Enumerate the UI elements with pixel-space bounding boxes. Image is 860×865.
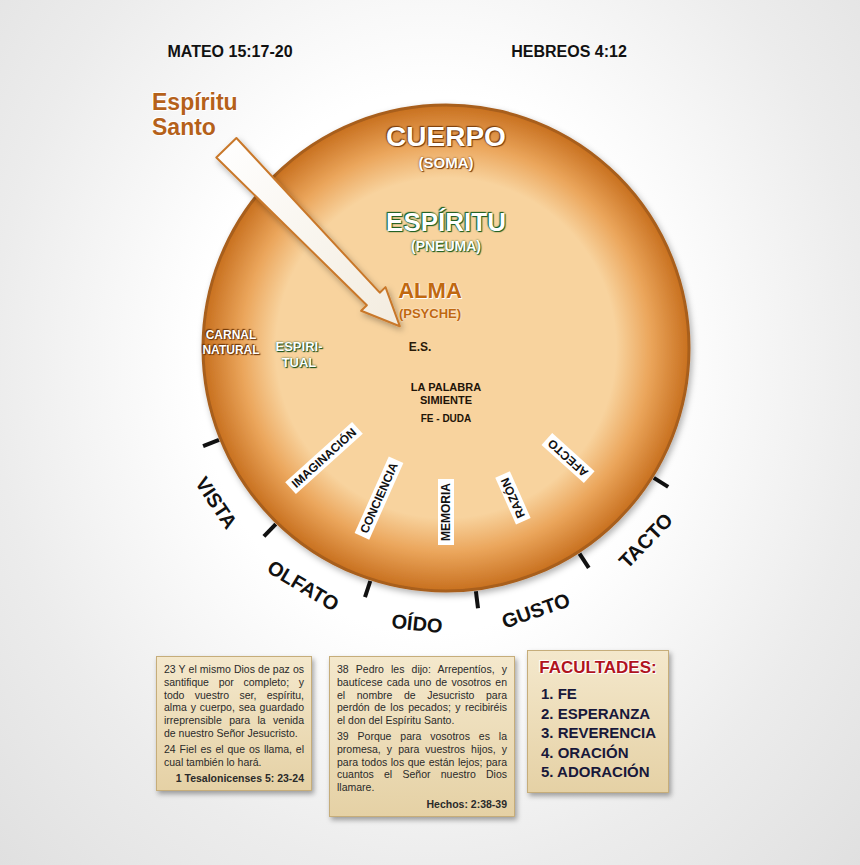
verse-reference: 1 Tesalonicenses 5: 23-24: [164, 772, 304, 784]
sense-label: TACTO: [614, 509, 677, 573]
verse-text: 39 Porque para vosotros es la promesa, y…: [337, 730, 507, 794]
circle-subtitle: (PNEUMA): [411, 238, 481, 254]
soul-text: FE - DUDA: [421, 413, 472, 424]
holy-spirit-circle: E.S.: [393, 320, 447, 374]
body-ring: [203, 105, 689, 591]
verse-text: 24 Fiel es el que os llama, el cual tamb…: [164, 743, 304, 769]
faculty-item: 1. FE: [537, 684, 659, 704]
sense-label: OLFATO: [263, 556, 343, 617]
faculty-item: 2. ESPERANZA: [537, 704, 659, 724]
sense-label: VISTA: [190, 473, 241, 533]
verse-panel: 38 Pedro les dijo: Arrepentíos, y bautíc…: [329, 656, 515, 817]
faculties-panel: FACULTADES: 1. FE2. ESPERANZA3. REVERENCI…: [527, 650, 669, 793]
faculty-label: MEMORIA: [438, 479, 454, 545]
spirit-callout: Espíritu Santo: [152, 90, 238, 141]
circle-subtitle: (SOMA): [419, 154, 474, 171]
circle-text: E.S.: [409, 340, 432, 354]
circle-outline: [336, 238, 556, 458]
reference-title: MATEO 15:17-20: [167, 43, 292, 61]
verse-panel: 23 Y el mismo Dios de paz os santifique …: [156, 656, 312, 791]
callout-label: Espíritu Santo: [152, 90, 238, 141]
reference-title: HEBREOS 4:12: [511, 43, 627, 61]
circle-title: ALMA: [398, 278, 462, 304]
circle-title: ESPÍRITU: [386, 207, 506, 238]
sense-label: GUSTO: [499, 589, 573, 634]
faculty-item: 3. REVERENCIA: [537, 723, 659, 743]
faculty-item: 5. ADORACIÓN: [537, 762, 659, 782]
sense-label: OÍDO: [390, 610, 443, 638]
ring-label: CARNAL NATURAL: [202, 328, 260, 358]
verse-text: 23 Y el mismo Dios de paz os santifique …: [164, 663, 304, 740]
ring-label: ESPIRI- TUAL: [271, 339, 327, 372]
spirit-circle: E.S. ALMA (PSYCHE) LA PALABRA SIMIENTE FE - …: [263, 165, 629, 531]
verse-reference: Hechos: 2:38-39: [337, 798, 507, 810]
soul-text: LA PALABRA SIMIENTE: [396, 381, 496, 407]
circle-title: CUERPO: [386, 121, 506, 153]
verse-text: 38 Pedro les dijo: Arrepentíos, y bautíc…: [337, 663, 507, 727]
circle-subtitle: (PSYCHE): [399, 306, 461, 321]
soul-circle: E.S. ALMA (PSYCHE) LA PALABRA SIMIENTE FE - …: [336, 238, 556, 458]
panel-heading: FACULTADES:: [537, 658, 659, 678]
faculty-item: 4. ORACIÓN: [537, 743, 659, 763]
